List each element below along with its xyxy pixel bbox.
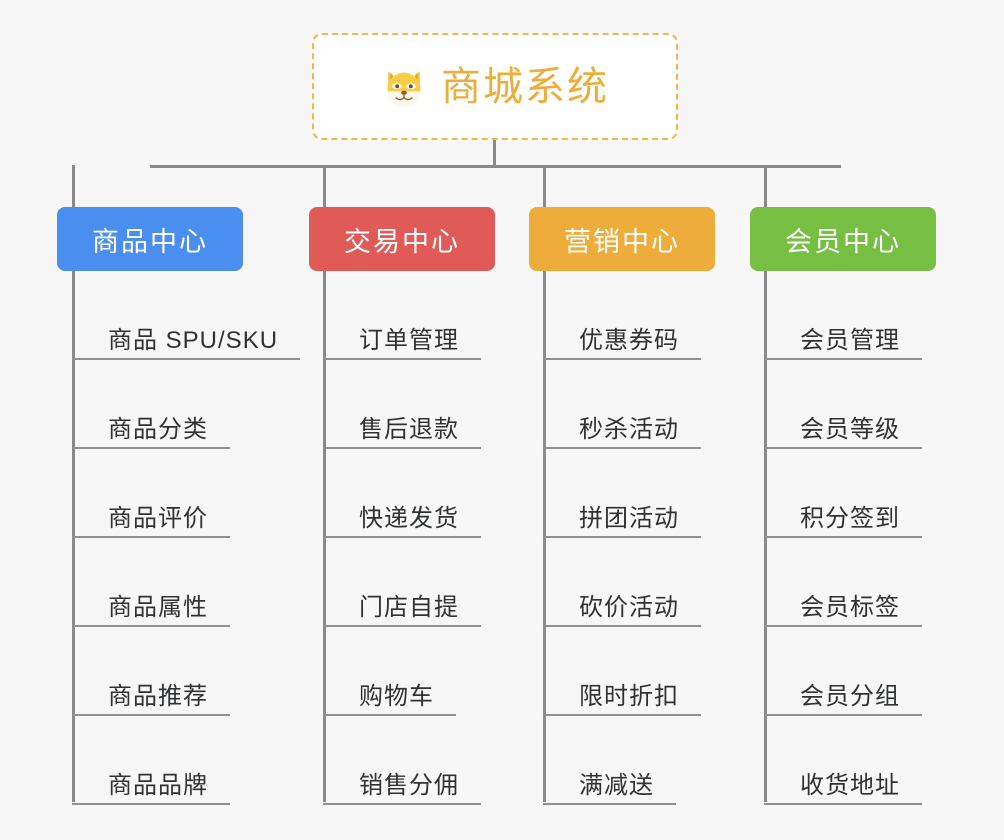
leaf-list-member-center: 会员管理 会员等级 积分签到 会员标签 会员分组 收货地址 [764,271,922,805]
list-item[interactable]: 商品品牌 [72,716,230,805]
list-item[interactable]: 购物车 [323,627,456,716]
list-item[interactable]: 砍价活动 [543,538,701,627]
list-item[interactable]: 会员等级 [764,360,922,449]
branch-header-trade-center[interactable]: 交易中心 [309,207,495,271]
leaf-label: 限时折扣 [579,682,679,710]
leaf-label: 商品属性 [108,593,208,621]
list-item[interactable]: 订单管理 [323,271,481,360]
leaf-label: 会员等级 [800,415,900,443]
branch-drop-connector [72,165,75,207]
leaf-label: 售后退款 [359,415,459,443]
list-item[interactable]: 商品属性 [72,538,230,627]
list-item[interactable]: 限时折扣 [543,627,701,716]
branch-header-marketing-center[interactable]: 营销中心 [529,207,715,271]
list-item[interactable]: 商品 SPU/SKU [72,271,300,360]
branch-header-label: 交易中心 [344,226,460,257]
leaf-label: 订单管理 [359,326,459,354]
branch-header-label: 营销中心 [564,226,680,257]
branch-connector-bus [150,165,841,168]
list-item[interactable]: 收货地址 [764,716,922,805]
root-connector-stem [493,140,496,167]
leaf-label: 砍价活动 [579,593,679,621]
list-item[interactable]: 会员分组 [764,627,922,716]
list-item[interactable]: 满减送 [543,716,676,805]
list-item[interactable]: 优惠券码 [543,271,701,360]
leaf-label: 销售分佣 [359,771,459,799]
leaf-label: 门店自提 [359,593,459,621]
list-item[interactable]: 会员管理 [764,271,922,360]
leaf-list-product-center: 商品 SPU/SKU 商品分类 商品评价 商品属性 商品推荐 商品品牌 [72,271,300,805]
leaf-label: 商品评价 [108,504,208,532]
list-item[interactable]: 售后退款 [323,360,481,449]
branch-drop-connector [323,165,326,207]
branch-header-label: 商品中心 [92,226,208,257]
list-item[interactable]: 会员标签 [764,538,922,627]
list-item[interactable]: 拼团活动 [543,449,701,538]
leaf-label: 会员分组 [800,682,900,710]
branch-header-member-center[interactable]: 会员中心 [750,207,936,271]
leaf-list-trade-center: 订单管理 售后退款 快递发货 门店自提 购物车 销售分佣 [323,271,481,805]
leaf-label: 购物车 [359,682,434,710]
list-item[interactable]: 快递发货 [323,449,481,538]
leaf-list-marketing-center: 优惠券码 秒杀活动 拼团活动 砍价活动 限时折扣 满减送 [543,271,701,805]
leaf-label: 满减送 [579,771,654,799]
leaf-label: 拼团活动 [579,504,679,532]
branch-header-product-center[interactable]: 商品中心 [57,207,243,271]
list-item[interactable]: 商品评价 [72,449,230,538]
branch-drop-connector [543,165,546,207]
root-node-shop-system[interactable]: 商城系统 [312,33,678,140]
list-item[interactable]: 积分签到 [764,449,922,538]
leaf-label: 商品 SPU/SKU [108,326,279,354]
leaf-label: 商品品牌 [108,771,208,799]
list-item[interactable]: 商品分类 [72,360,230,449]
shiba-dog-face-icon [381,64,427,110]
branch-drop-connector [764,165,767,207]
list-item[interactable]: 门店自提 [323,538,481,627]
leaf-label: 优惠券码 [579,326,679,354]
leaf-label: 商品推荐 [108,682,208,710]
leaf-label: 秒杀活动 [579,415,679,443]
branch-header-label: 会员中心 [785,226,901,257]
leaf-label: 积分签到 [800,504,900,532]
list-item[interactable]: 商品推荐 [72,627,230,716]
list-item[interactable]: 销售分佣 [323,716,481,805]
leaf-label: 会员标签 [800,593,900,621]
root-title: 商城系统 [441,64,609,109]
leaf-label: 商品分类 [108,415,208,443]
leaf-label: 收货地址 [800,771,900,799]
list-item[interactable]: 秒杀活动 [543,360,701,449]
leaf-label: 快递发货 [359,504,459,532]
leaf-label: 会员管理 [800,326,900,354]
